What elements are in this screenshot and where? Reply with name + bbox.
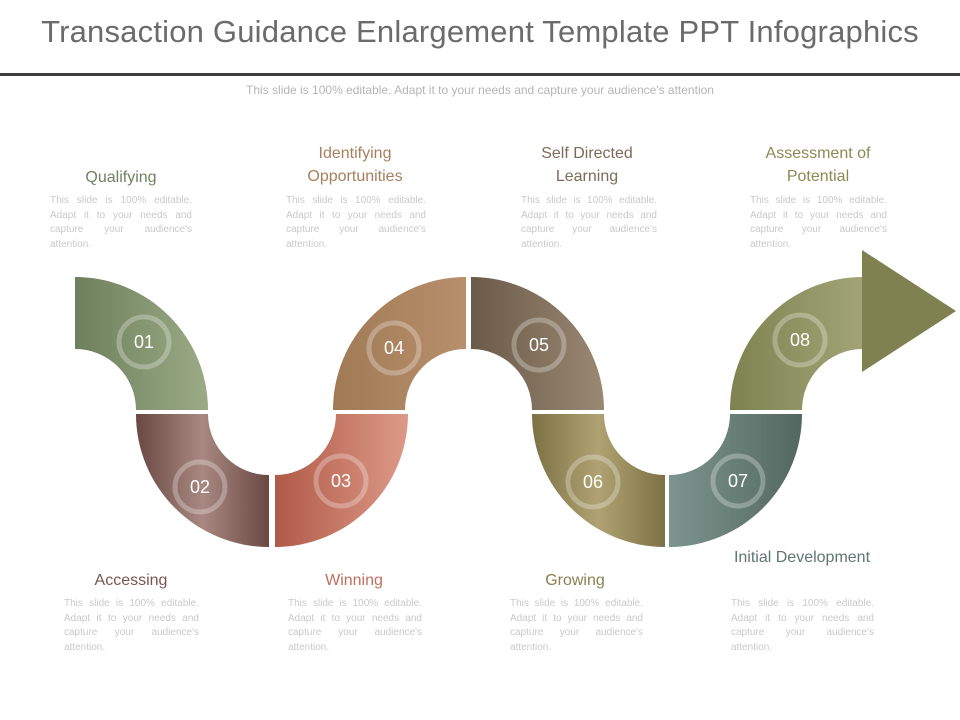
heading-accessing: Accessing (94, 572, 168, 589)
body-self-directed-learning: This slide is 100% editable. Adapt it to… (521, 195, 657, 250)
step-number-06: 06 (583, 472, 603, 492)
step-number-02: 02 (190, 477, 210, 497)
segment-05 (471, 277, 604, 410)
body-growing: This slide is 100% editable. Adapt it to… (510, 598, 643, 653)
step-number-04: 04 (384, 338, 404, 358)
heading-qualifying: Qualifying (85, 169, 157, 186)
step-number-01: 01 (134, 332, 154, 352)
badge-05: 05 (511, 317, 567, 373)
slide-title: Transaction Guidance Enlargement Templat… (41, 14, 919, 49)
step-number-03: 03 (331, 471, 351, 491)
step-number-07: 07 (728, 471, 748, 491)
heading-self-directed-learning: Self Directed Learning (541, 145, 633, 185)
badge-02: 02 (172, 459, 228, 515)
segment-02 (136, 414, 269, 547)
badge-08: 08 (772, 312, 828, 368)
body-qualifying: This slide is 100% editable. Adapt it to… (50, 195, 192, 250)
body-identifying-opportunities: This slide is 100% editable. Adapt it to… (286, 195, 426, 250)
body-winning: This slide is 100% editable. Adapt it to… (288, 598, 422, 653)
title-divider (0, 73, 960, 76)
body-assessment-of-potential: This slide is 100% editable. Adapt it to… (750, 195, 887, 250)
segment-08 (730, 277, 863, 410)
slide-subtitle: This slide is 100% editable. Adapt it to… (246, 83, 714, 97)
heading-identifying-opportunities: Identifying Opportunities (307, 145, 403, 185)
step-number-05: 05 (529, 335, 549, 355)
segment-03 (275, 414, 408, 547)
body-initial-development: This slide is 100% editable. Adapt it to… (731, 598, 874, 653)
badge-04: 04 (366, 320, 422, 376)
step-number-08: 08 (790, 330, 810, 350)
segment-01 (75, 277, 208, 410)
segment-04 (333, 277, 466, 410)
arrow-head (862, 250, 956, 372)
segment-06 (532, 414, 665, 547)
heading-assessment-of-potential: Assessment of Potential (765, 145, 871, 185)
badge-07: 07 (710, 453, 766, 509)
heading-winning: Winning (325, 572, 383, 589)
badge-06: 06 (565, 454, 621, 510)
badge-03: 03 (313, 453, 369, 509)
heading-initial-development: Initial Development (733, 549, 871, 566)
badge-01: 01 (116, 314, 172, 370)
segment-07 (669, 414, 802, 547)
heading-growing: Growing (545, 572, 605, 589)
body-accessing: This slide is 100% editable. Adapt it to… (64, 598, 199, 653)
